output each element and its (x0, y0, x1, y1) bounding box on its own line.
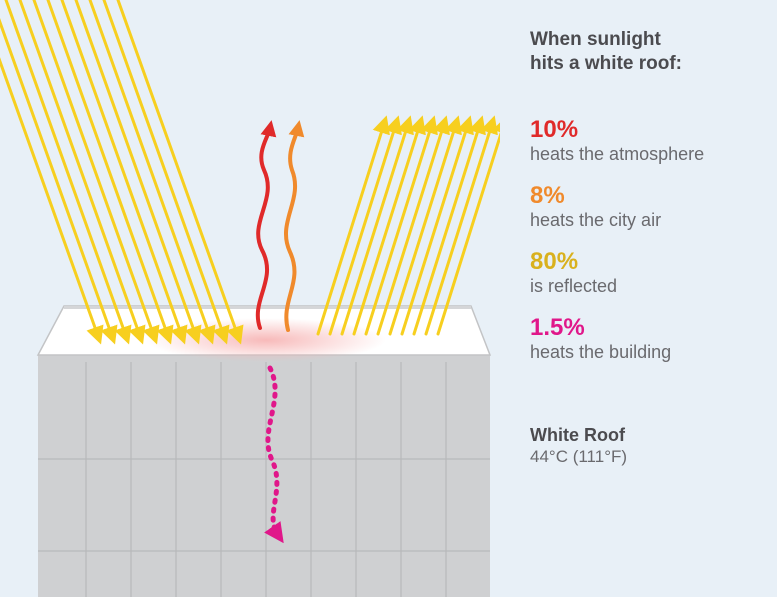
incoming-ray (32, 0, 160, 345)
incoming-ray (18, 0, 146, 345)
incoming-ray (46, 0, 174, 345)
stat-value: 10% (530, 116, 579, 143)
reflected-ray (376, 115, 450, 336)
roof-temperature: 44°C (111°F) (530, 447, 628, 466)
incoming-ray (88, 0, 216, 345)
roof-name: White Roof (530, 425, 625, 445)
stat-city-air: 8% heats the city air (530, 183, 770, 231)
city-air-heat-arrow (284, 120, 305, 332)
stat-reflected: 80% is reflected (530, 249, 770, 297)
reflected-ray (400, 115, 474, 336)
roof-info: White Roof 44°C (111°F) (530, 424, 770, 468)
diagram-heading: When sunlight hits a white roof: (530, 28, 770, 76)
incoming-ray (74, 0, 202, 345)
reflected-ray (328, 115, 402, 336)
stat-label: heats the city air (530, 210, 662, 230)
incoming-ray (0, 17, 118, 345)
stat-label: heats the building (530, 342, 672, 362)
building (36, 305, 492, 597)
stat-building: 1.5% heats the building (530, 315, 770, 363)
reflected-ray (364, 115, 438, 336)
reflected-ray (352, 115, 426, 336)
building-grid (38, 362, 490, 597)
stat-atmosphere: 10% heats the atmosphere (530, 117, 770, 165)
building-heat-arrow (264, 365, 284, 544)
heading-line-2: hits a white roof: (530, 53, 682, 74)
stat-value: 8% (530, 182, 565, 209)
atmosphere-heat-arrow (255, 120, 277, 330)
incoming-ray (102, 0, 230, 345)
reflected-ray (412, 115, 486, 336)
incoming-ray (0, 57, 104, 345)
reflected-ray (436, 115, 500, 336)
heading-line-1: When sunlight (530, 29, 661, 50)
reflected-ray (424, 115, 498, 336)
reflected-ray (316, 115, 390, 336)
stat-label: heats the atmosphere (530, 144, 705, 164)
stat-value: 80% (530, 248, 579, 275)
incoming-ray (60, 0, 188, 345)
stat-value: 1.5% (530, 314, 585, 341)
incoming-ray (116, 0, 244, 345)
incoming-ray (4, 0, 132, 345)
reflected-ray (340, 115, 414, 336)
stat-label: is reflected (530, 276, 618, 296)
white-roof-diagram (0, 0, 500, 597)
heat-glow (146, 318, 386, 362)
reflected-ray (388, 115, 462, 336)
incoming-sunlight-rays (0, 0, 244, 345)
reflected-sunlight-rays (316, 115, 500, 336)
